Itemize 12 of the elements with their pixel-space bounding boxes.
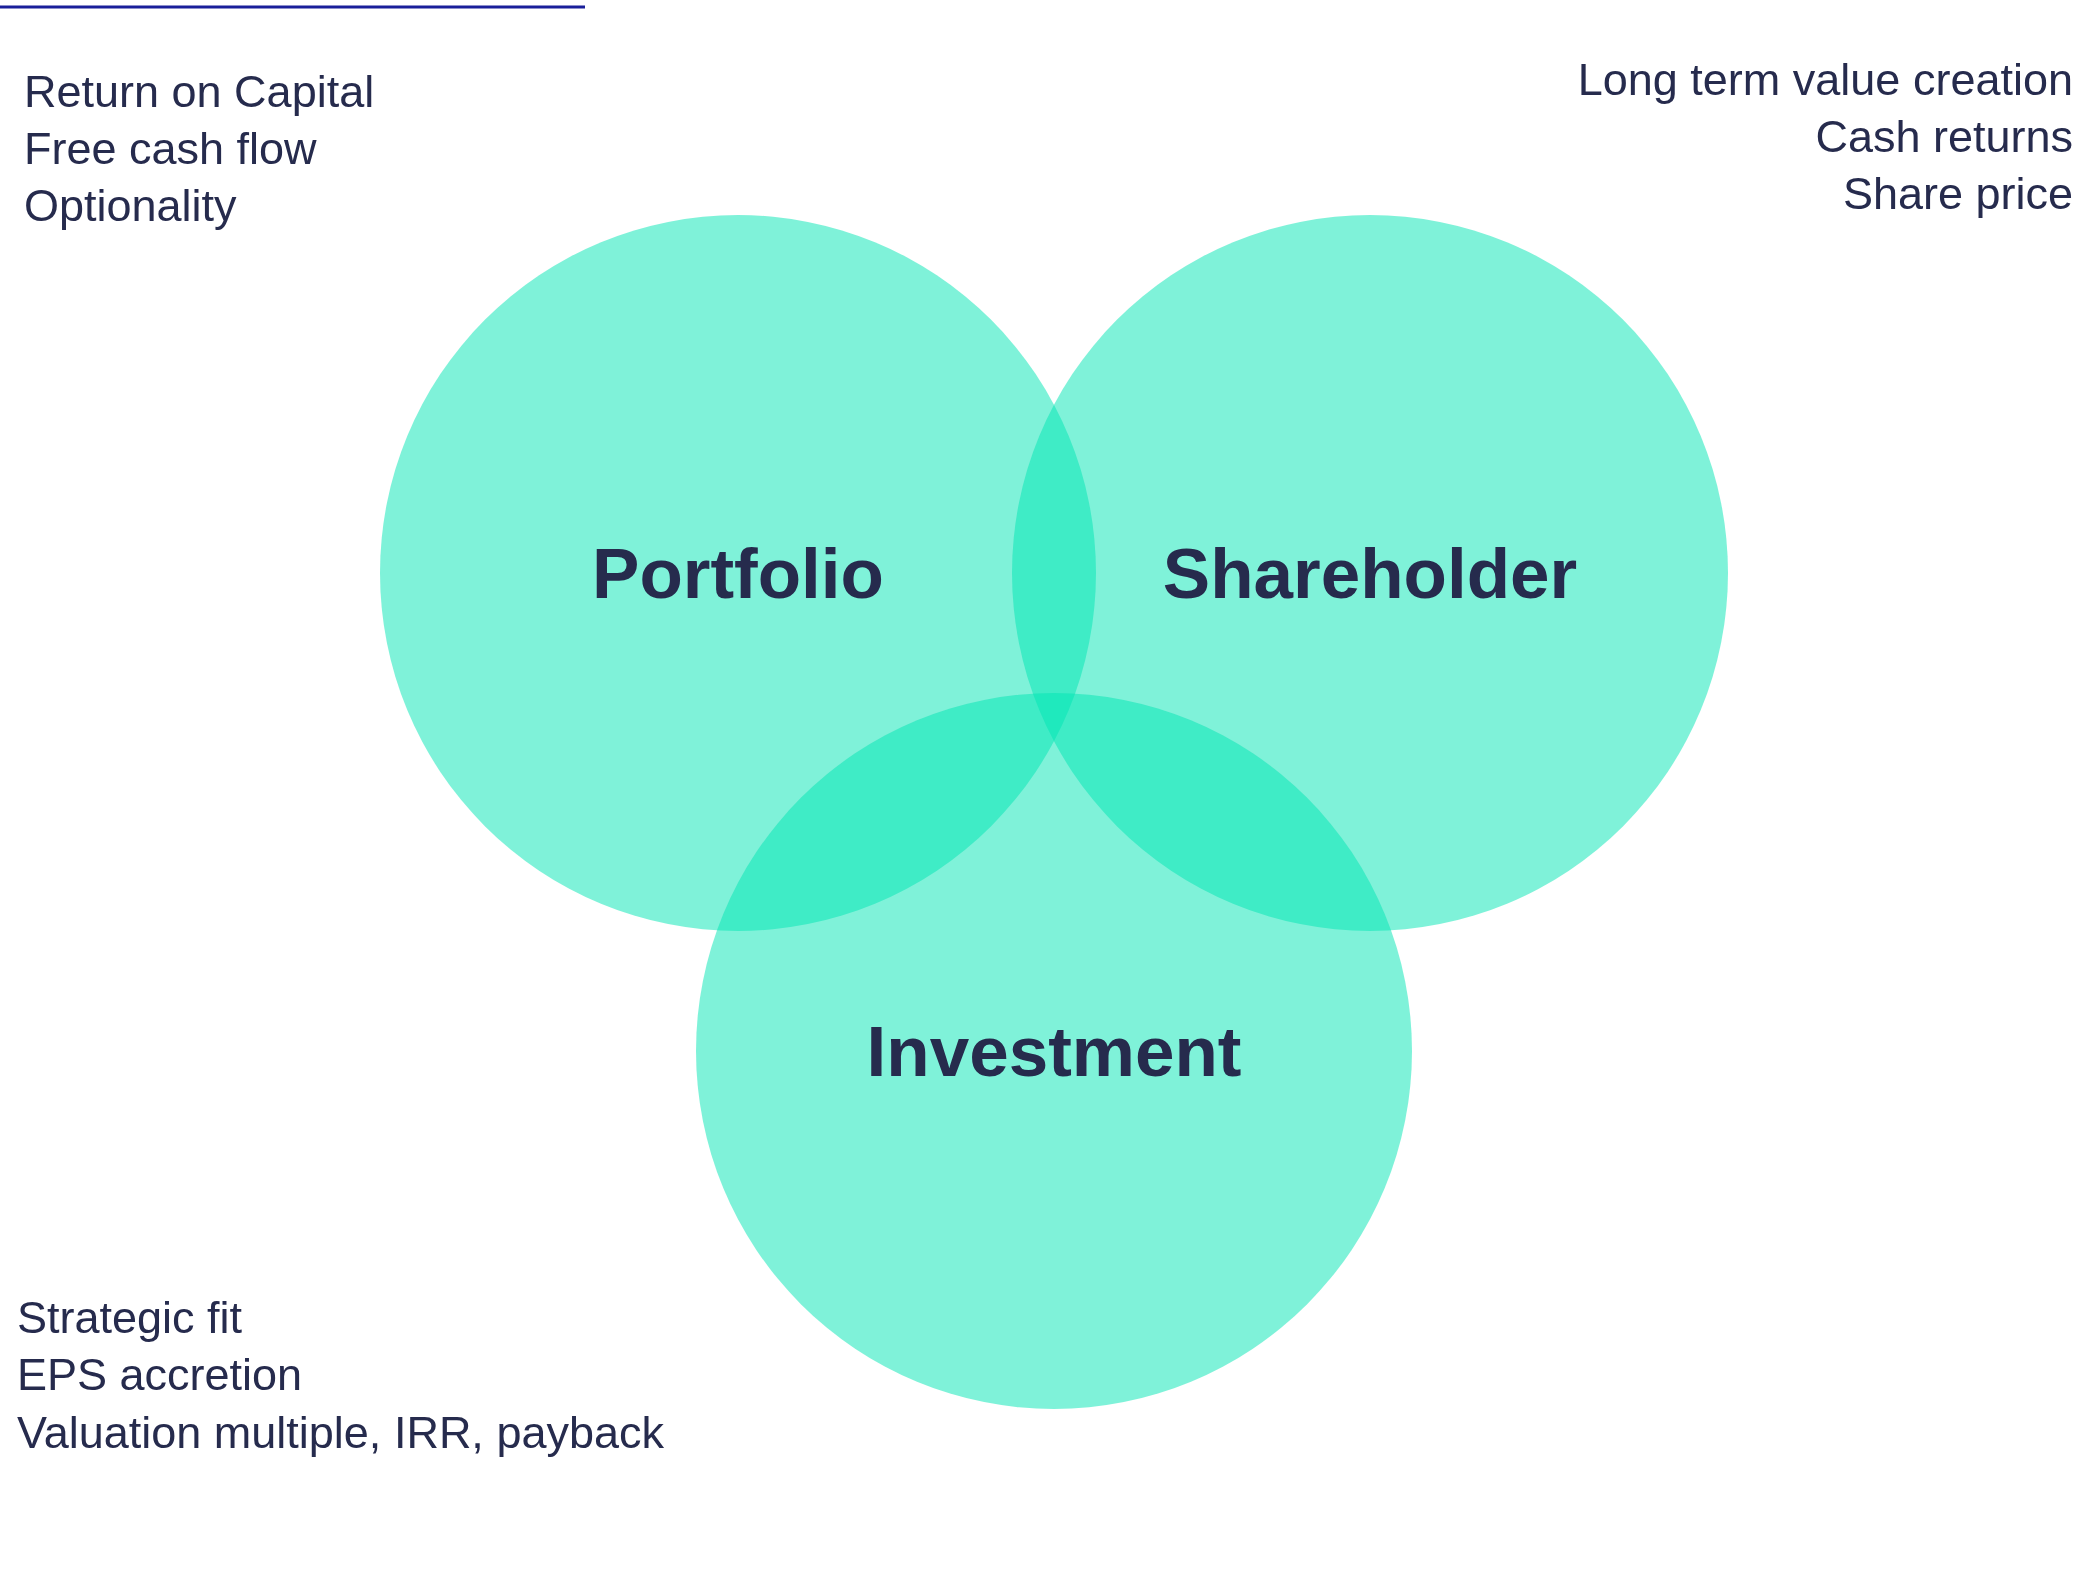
- metric-text: EPS accretion: [17, 1351, 303, 1399]
- metric-text: Cash returns: [1815, 113, 2073, 161]
- metric-text: Optionality: [24, 182, 237, 230]
- metric-text: Valuation multiple, IRR, payback: [17, 1409, 664, 1457]
- metric-text: Free cash flow: [24, 125, 317, 173]
- circle-title: Portfolio: [592, 532, 884, 614]
- metric-text: Return on Capital: [24, 68, 375, 116]
- circle-title: Investment: [866, 1010, 1242, 1092]
- circle-title: Shareholder: [1162, 532, 1578, 614]
- metric-text: Share price: [1842, 170, 2073, 218]
- metric-text: Long term value creation: [1577, 56, 2073, 104]
- metric-text: Strategic fit: [17, 1294, 243, 1342]
